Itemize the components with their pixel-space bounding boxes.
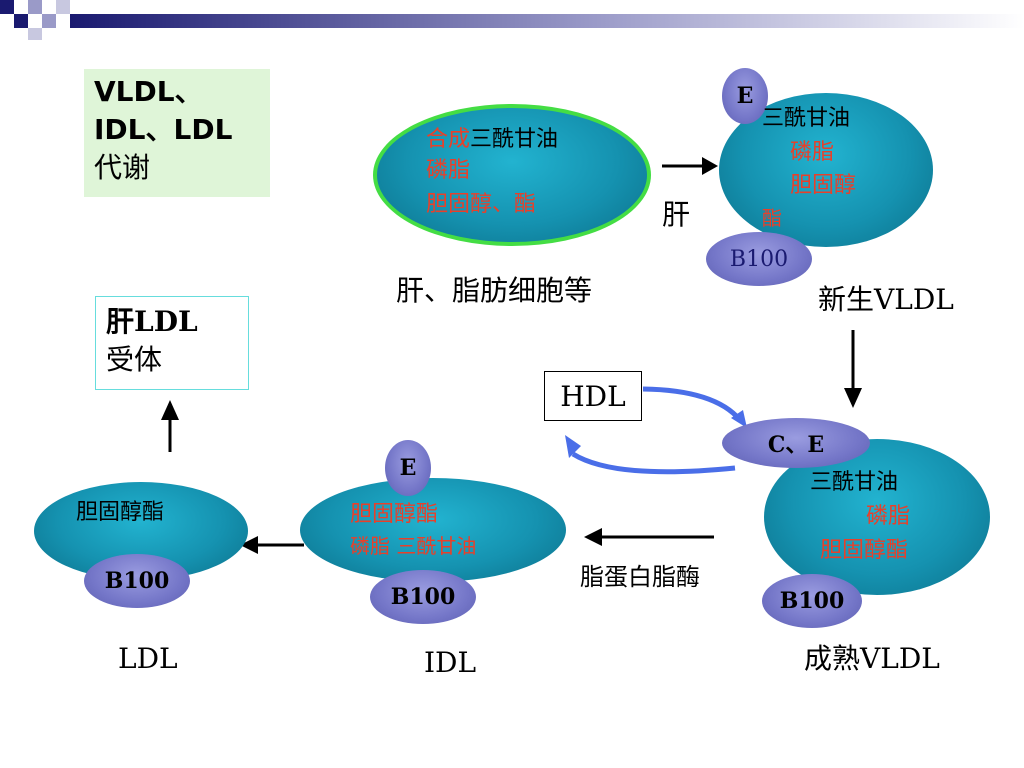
mature-vldl-apo-ce: C、E: [722, 418, 870, 468]
arrow-to-ldl: [240, 536, 304, 554]
mature-vldl-apo-b100: B100: [762, 574, 862, 628]
nascent-vldl-apo-b100: B100: [706, 232, 812, 286]
mature-vldl-caption: 成熟VLDL: [804, 642, 940, 675]
arrow-up-to-receptor: [161, 400, 179, 452]
synthesis-caption: 肝、脂肪细胞等: [396, 274, 593, 307]
arrow-down-to-mature: [844, 330, 862, 408]
ldl-caption: LDL: [118, 642, 178, 675]
idl-pl-tg: 磷脂 三酰甘油: [350, 534, 477, 558]
receptor-line1: 肝LDL: [106, 305, 198, 338]
hdl-box: HDL: [544, 371, 642, 421]
lipase-label: 脂蛋白脂酶: [580, 563, 700, 591]
title-box: VLDL、 IDL、LDL 代谢: [84, 69, 270, 197]
mature-vldl-ce: 胆固醇酯: [820, 538, 909, 563]
nascent-vldl-chol: 胆固醇: [790, 173, 857, 198]
arrow-to-nascent-vldl: [662, 157, 718, 175]
idl-apo-e: E: [385, 440, 431, 496]
ldl-apo-b100: B100: [84, 554, 190, 608]
receptor-line2: 受体: [106, 343, 163, 376]
mature-vldl-tg: 三酰甘油: [810, 470, 899, 495]
nascent-vldl-pl: 磷脂: [790, 140, 835, 165]
title-line2: IDL、LDL: [94, 113, 233, 146]
idl-ce: 胆固醇酯: [350, 502, 439, 527]
idl-ellipse: [300, 478, 566, 582]
receptor-box: 肝LDL 受体: [95, 296, 249, 390]
title-line1: VLDL、: [94, 75, 203, 108]
nascent-vldl-caption: 新生VLDL: [818, 283, 954, 316]
title-line3: 代谢: [94, 151, 151, 184]
nascent-vldl-tg: 三酰甘油: [762, 106, 851, 131]
synthesis-line1: 合成三酰甘油: [426, 127, 559, 152]
nascent-vldl-ester: 酯: [762, 206, 782, 230]
synthesis-line3: 胆固醇、酯: [426, 192, 537, 217]
mature-vldl-pl: 磷脂: [866, 504, 911, 529]
ldl-ce: 胆固醇酯: [76, 500, 165, 525]
arrow-to-idl: [584, 528, 714, 546]
header-decoration: [0, 0, 1024, 40]
synthesis-ellipse: [373, 104, 651, 246]
synthesis-line2: 磷脂: [426, 158, 471, 183]
idl-apo-b100: B100: [370, 570, 476, 624]
idl-caption: IDL: [424, 646, 477, 679]
nascent-vldl-apo-e: E: [722, 68, 768, 124]
hdl-exchange-arrows: [565, 386, 747, 475]
liver-label: 肝: [662, 198, 691, 231]
